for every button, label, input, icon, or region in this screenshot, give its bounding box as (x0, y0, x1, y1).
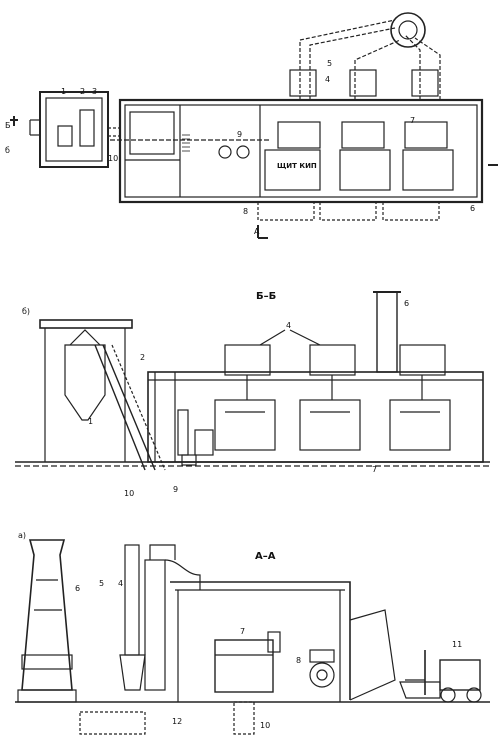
section-bb-title: Б–Б (256, 291, 277, 302)
callout-c-8: 8 (296, 656, 302, 665)
stair (182, 134, 190, 152)
callout-c-11: 11 (452, 640, 463, 649)
callout-a-6: 6 (470, 204, 476, 213)
callout-b-2: 2 (140, 353, 146, 362)
panel-a-marker: б (5, 146, 10, 155)
callout-c-6: 6 (75, 584, 81, 593)
callout-a-5: 5 (327, 59, 333, 68)
callout-b-4: 4 (286, 321, 292, 330)
chimney-aa (21, 539, 73, 691)
callout-b-10: 10 (124, 489, 135, 498)
callout-c-5: 5 (99, 579, 105, 588)
forklift-icon (399, 650, 482, 703)
callout-b-6: 6 (404, 299, 410, 308)
kiln-section-3 (389, 344, 451, 451)
callout-a-8: 8 (243, 207, 249, 216)
section-aa (15, 539, 490, 735)
cut-mark-b: Б (5, 121, 11, 130)
cut-mark-a: А (254, 227, 260, 236)
kiln-plan-3 (404, 121, 448, 149)
pump-1 (218, 145, 232, 159)
chimney-bb (376, 291, 398, 373)
panel-b-marker: б) (22, 307, 31, 316)
callout-a-1: 1 (61, 87, 67, 96)
callout-a-7: 7 (410, 116, 416, 125)
callout-c-10: 10 (260, 721, 271, 730)
plan-view (10, 12, 498, 239)
fan (309, 662, 335, 688)
control-panel-label: ЩИТ КИП (277, 162, 317, 170)
callout-c-7: 7 (240, 627, 246, 636)
callout-c-4: 4 (118, 579, 124, 588)
callout-a-9: 9 (237, 130, 243, 139)
kiln-section-1 (214, 344, 276, 451)
kiln-section-2 (299, 344, 361, 451)
panel-c-marker: а) (18, 531, 27, 540)
cyclone-unit-2 (349, 69, 377, 97)
callout-c-12: 12 (172, 717, 183, 726)
cyclone-unit-1 (289, 69, 317, 97)
pump-2 (236, 145, 250, 159)
callout-b-9: 9 (173, 485, 179, 494)
cyclone-unit-3 (411, 69, 439, 97)
mixer-unit-2 (79, 109, 95, 147)
callout-a-4: 4 (325, 75, 331, 84)
chimney-plan (390, 12, 426, 48)
mixer-unit-1 (57, 125, 73, 147)
callout-a-2: 2 (80, 87, 86, 96)
callout-a-10: 10 (108, 154, 119, 163)
control-panel-room (264, 149, 321, 191)
callout-b-1: 1 (88, 417, 94, 426)
callout-b-7: 7 (372, 465, 378, 474)
kiln-plan-2 (341, 121, 385, 149)
section-bb (15, 291, 490, 471)
hopper (64, 344, 106, 421)
section-aa-title: А–А (255, 551, 276, 562)
kiln-plan-1 (277, 121, 321, 149)
kiln-aa (214, 639, 274, 693)
cyclone-column (124, 544, 140, 656)
callout-a-3: 3 (92, 87, 98, 96)
